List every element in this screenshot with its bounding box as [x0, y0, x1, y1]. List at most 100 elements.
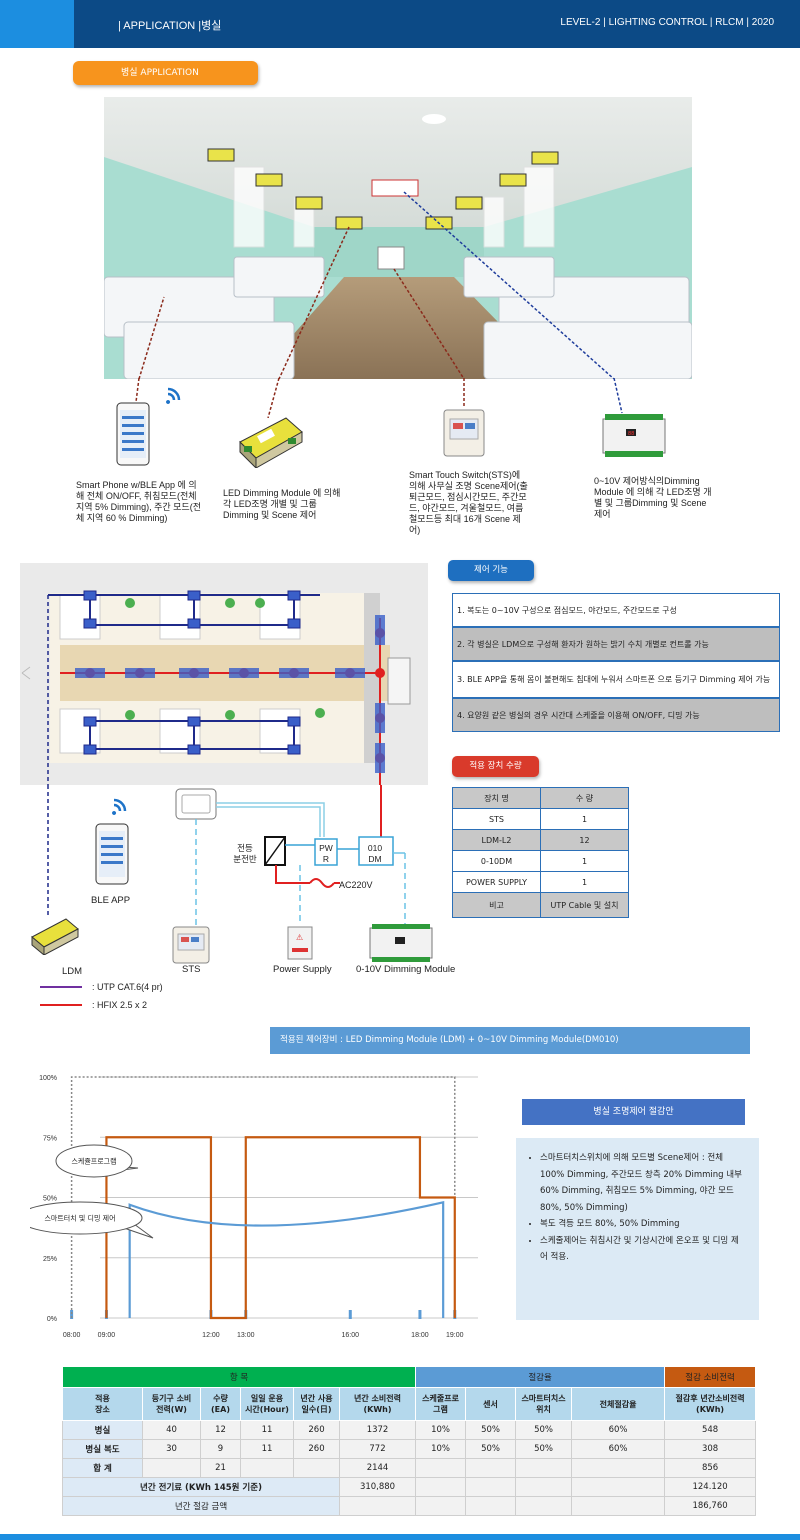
th: 수량 (EA): [200, 1387, 241, 1421]
series-line-3: [128, 1200, 445, 1318]
control-title: 제어 기능: [448, 560, 534, 581]
dimming-module-icon: 88: [602, 413, 666, 463]
td: 50%: [465, 1420, 517, 1440]
td: 30: [142, 1439, 201, 1459]
equipment-cell: 0-10DM: [452, 850, 541, 872]
td: [571, 1458, 666, 1478]
ldm-device-icon: [30, 915, 80, 959]
control-item-3: 3. BLE APP을 통해 몸이 불편해도 침대에 누워서 스마트폰 으로 등…: [452, 661, 780, 698]
group-rate: 절감율: [415, 1366, 666, 1388]
x-tick-label: 09:00: [98, 1332, 116, 1339]
td: 9: [200, 1439, 241, 1459]
label-sts: STS: [182, 964, 201, 975]
td: 260: [293, 1420, 340, 1440]
equipment-cell: 비고: [452, 892, 541, 918]
td: 병실: [62, 1420, 143, 1440]
sts-device-icon: [172, 926, 210, 968]
total-after: 856: [664, 1458, 757, 1478]
td: [240, 1458, 294, 1478]
ward-photo: [104, 97, 692, 379]
caption-ldm: LED Dimming Module 에 의해 각 LED조명 개별 및 그룹D…: [223, 488, 341, 520]
equipment-header-qty: 수 량: [540, 787, 629, 809]
x-tick-marker: [348, 1310, 352, 1319]
header-bar: [0, 0, 800, 48]
td: [571, 1496, 666, 1516]
th: 스케줄프로 그램: [415, 1387, 467, 1421]
td: 11: [240, 1420, 294, 1440]
x-tick-marker: [418, 1310, 422, 1319]
saving-bullet-3: 스케줄제어는 취침시간 및 기상시간에 온오프 및 디밍 제어 적용.: [540, 1233, 745, 1266]
legend-utp-line: [40, 986, 82, 988]
td: 10%: [415, 1439, 467, 1459]
td: [415, 1477, 467, 1497]
th: 절감후 년간소비전력 (KWh): [664, 1387, 757, 1421]
label-dimming-module: 0-10V Dimming Module: [356, 964, 456, 975]
td: 40: [142, 1420, 201, 1440]
td: [338, 1496, 417, 1516]
annual-saving-row: 년간 절감 금액 186,760: [62, 1496, 757, 1516]
saving-bullet-1: 스마트터치스위치에 의해 모드별 Scene제어 : 전체 100% Dimmi…: [540, 1150, 745, 1216]
ldm-module-icon: [236, 412, 306, 472]
caption-smartphone: Smart Phone w/BLE App 에 의해 전체 ON/OFF, 취침…: [76, 480, 201, 523]
x-tick-label: 19:00: [446, 1332, 464, 1339]
label-pwr: PW R: [319, 843, 333, 864]
series-line-2: [105, 1136, 456, 1320]
total-qty: 21: [200, 1458, 241, 1478]
y-tick-label: 50%: [43, 1196, 57, 1203]
bluetooth-wave-icon-2: [110, 795, 132, 819]
group-items: 항 목: [61, 1366, 417, 1388]
device-link-lines: [135, 378, 623, 418]
th: 년간 소비전력 (KWh): [338, 1387, 417, 1421]
label-ac220v: AC220V: [339, 880, 373, 890]
control-item-1: 1. 복도는 0~10V 구성으로 점심모드, 야간모드, 주간모드로 구성: [452, 593, 780, 627]
y-tick-label: 0%: [47, 1316, 57, 1323]
equipment-cell: LDM-L2: [452, 829, 541, 851]
svg-text:88: 88: [628, 431, 634, 437]
label-power-supply: Power Supply: [273, 964, 332, 975]
equipment-cell: 1: [540, 871, 629, 893]
annotation-bubble: [30, 1201, 143, 1235]
footer-line: [0, 1534, 800, 1540]
td: 260: [293, 1439, 340, 1459]
total-label: 합 계: [62, 1458, 143, 1478]
th: 전체절감율: [571, 1387, 666, 1421]
th: 년간 사용 일수(日): [293, 1387, 340, 1421]
annotation-bubble: [55, 1144, 133, 1178]
td: [515, 1458, 573, 1478]
header-title: | APPLICATION |병실: [118, 20, 222, 32]
label-010dm: 010 DM: [367, 843, 383, 864]
x-tick-label: 12:00: [202, 1332, 220, 1339]
annual-saving-label: 년간 절감 금액: [62, 1496, 340, 1516]
section-title: 병실 APPLICATION: [73, 61, 258, 85]
savings-table: 항 목 절감율 절감 소비전력 적용 장소 등기구 소비 전력(W) 수량 (E…: [61, 1366, 757, 1516]
annual-fee: 310,880: [338, 1477, 417, 1497]
td: 50%: [515, 1439, 573, 1459]
savings-header-row: 적용 장소 등기구 소비 전력(W) 수량 (EA) 일일 운용 시간(Hour…: [62, 1387, 757, 1421]
caption-dimming-module: 0~10V 제어방식의Dimming Module 에 의해 각 LED조명 개…: [594, 476, 712, 519]
power-supply-icon: ⚠: [287, 926, 313, 964]
sts-touch-switch-icon: [443, 409, 485, 461]
td: [415, 1458, 467, 1478]
x-tick-label: 16:00: [342, 1332, 360, 1339]
td: [465, 1496, 517, 1516]
x-tick-label: 18:00: [411, 1332, 429, 1339]
th: 일일 운용 시간(Hour): [240, 1387, 294, 1421]
legend-utp-label: : UTP CAT.6(4 pr): [92, 982, 163, 992]
y-tick-label: 25%: [43, 1256, 57, 1263]
td: [465, 1458, 517, 1478]
td: 50%: [465, 1439, 517, 1459]
equipment-cell: POWER SUPPLY: [452, 871, 541, 893]
floor-plan: [20, 563, 428, 785]
header-accent: [0, 0, 74, 48]
td: [415, 1496, 467, 1516]
bluetooth-wave-icon: [164, 384, 186, 408]
annual-fee-label: 년간 전기료 (KWh 145원 기준): [62, 1477, 340, 1497]
